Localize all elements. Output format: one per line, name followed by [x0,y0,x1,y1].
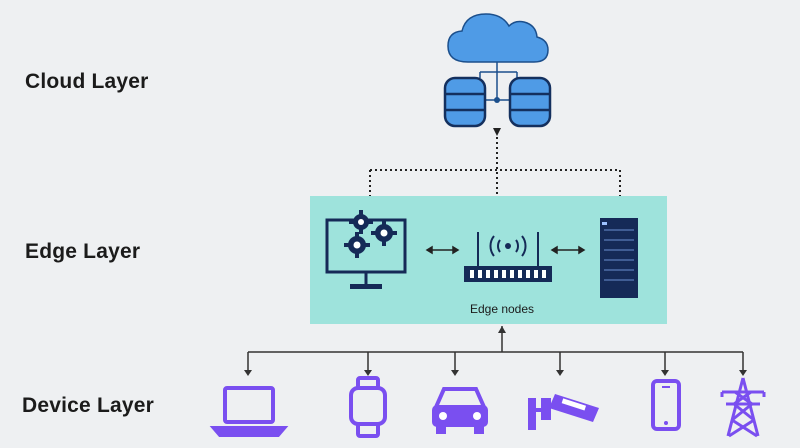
bidirectional-arrow [425,245,460,255]
laptop-icon [209,386,289,437]
bidirectional-arrow [550,245,586,255]
cloud-layer-label: Cloud Layer [25,70,149,93]
router-icon [464,232,552,282]
car-icon [432,387,488,434]
server-rack-icon [600,218,638,298]
cloud-icon [447,13,549,63]
smartphone-icon [651,379,681,431]
computer-gears-icon [325,210,407,289]
device-layer-label: Device Layer [22,394,154,417]
security-camera-icon [528,394,599,430]
database-icon [443,76,487,128]
edge-device-connector [247,326,744,372]
smartwatch-icon [349,376,387,438]
cloud-database-connector [479,62,518,101]
power-tower-icon [720,377,766,438]
edge-layer-label: Edge Layer [25,240,141,263]
edge-nodes-caption: Edge nodes [470,302,534,316]
connector-arrowheads [244,326,747,376]
database-icon [508,76,552,128]
connector-node [494,97,500,103]
